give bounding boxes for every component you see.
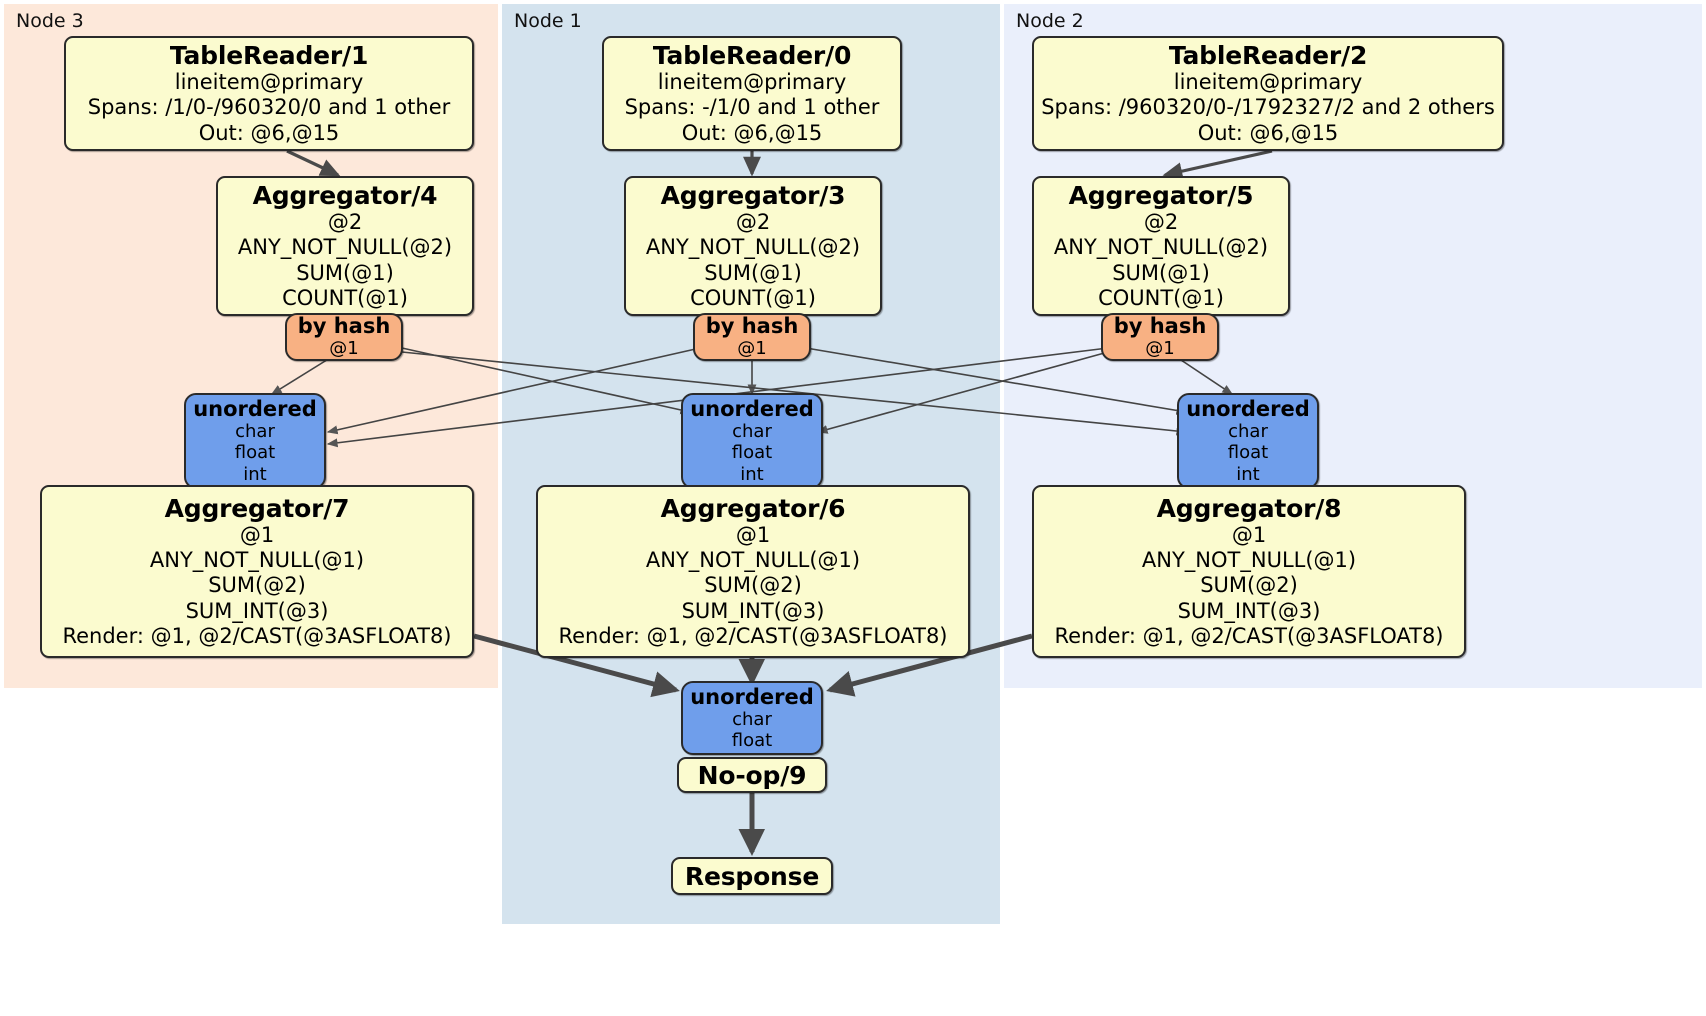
- router-detail: float: [731, 730, 773, 752]
- processor-title: TableReader/0: [652, 41, 852, 71]
- node-panel-label: Node 1: [514, 10, 582, 32]
- processor-detail: Out: @6,@15: [1197, 120, 1339, 145]
- processor-tablereader-1[interactable]: TableReader/1 lineitem@primary Spans: /1…: [64, 36, 474, 151]
- processor-title: TableReader/2: [1168, 41, 1368, 71]
- router-title: by hash: [1113, 314, 1207, 339]
- processor-detail: Render: @1, @2/CAST(@3ASFLOAT8): [1054, 623, 1444, 648]
- router-detail: float: [1227, 442, 1269, 464]
- processor-detail: ANY_NOT_NULL(@1): [149, 548, 365, 573]
- processor-detail: Render: @1, @2/CAST(@3ASFLOAT8): [62, 623, 452, 648]
- processor-detail: @1: [735, 523, 771, 548]
- processor-detail: COUNT(@1): [690, 285, 816, 310]
- processor-detail: SUM(@2): [208, 573, 306, 598]
- processor-title: Aggregator/4: [252, 181, 438, 211]
- router-detail: float: [234, 442, 276, 464]
- router-detail: int: [1236, 463, 1260, 485]
- processor-detail: Out: @6,@15: [198, 120, 340, 145]
- processor-title: No-op/9: [697, 760, 807, 790]
- router-title: unordered: [1186, 397, 1310, 422]
- processor-detail: SUM(@2): [704, 573, 802, 598]
- processor-aggregator-4[interactable]: Aggregator/4 @2 ANY_NOT_NULL(@2) SUM(@1)…: [216, 176, 474, 316]
- processor-detail: @1: [239, 523, 275, 548]
- processor-noop-9[interactable]: No-op/9: [677, 757, 827, 793]
- router-detail: float: [731, 442, 773, 464]
- processor-detail: lineitem@primary: [657, 70, 847, 95]
- router-by-hash-left[interactable]: by hash @1: [285, 313, 403, 361]
- processor-aggregator-7[interactable]: Aggregator/7 @1 ANY_NOT_NULL(@1) SUM(@2)…: [40, 485, 474, 658]
- processor-title: Aggregator/3: [660, 181, 846, 211]
- processor-detail: SUM_INT(@3): [1177, 598, 1321, 623]
- router-title: unordered: [690, 684, 814, 709]
- processor-detail: @2: [327, 210, 363, 235]
- processor-detail: ANY_NOT_NULL(@2): [237, 235, 453, 260]
- processor-detail: SUM(@1): [1112, 260, 1210, 285]
- processor-detail: @2: [735, 210, 771, 235]
- router-detail: char: [732, 708, 772, 730]
- router-unordered-final[interactable]: unordered char float: [681, 681, 823, 755]
- processor-title: TableReader/1: [169, 41, 369, 71]
- router-unordered-left[interactable]: unordered char float int: [184, 393, 326, 489]
- processor-title: Aggregator/5: [1068, 181, 1254, 211]
- router-unordered-center[interactable]: unordered char float int: [681, 393, 823, 489]
- processor-detail: lineitem@primary: [1173, 70, 1363, 95]
- processor-title: Aggregator/6: [660, 494, 846, 524]
- processor-tablereader-0[interactable]: TableReader/0 lineitem@primary Spans: -/…: [602, 36, 902, 151]
- processor-aggregator-6[interactable]: Aggregator/6 @1 ANY_NOT_NULL(@1) SUM(@2)…: [536, 485, 970, 658]
- router-title: unordered: [193, 397, 317, 422]
- processor-detail: SUM_INT(@3): [681, 598, 825, 623]
- processor-detail: lineitem@primary: [174, 70, 364, 95]
- processor-title: Response: [684, 861, 820, 891]
- processor-aggregator-5[interactable]: Aggregator/5 @2 ANY_NOT_NULL(@2) SUM(@1)…: [1032, 176, 1290, 316]
- processor-detail: SUM(@1): [704, 260, 802, 285]
- processor-detail: COUNT(@1): [1098, 285, 1224, 310]
- processor-detail: Spans: /1/0-/960320/0 and 1 other: [87, 95, 451, 120]
- node-panel-label: Node 3: [16, 10, 84, 32]
- processor-detail: ANY_NOT_NULL(@1): [645, 548, 861, 573]
- processor-detail: @1: [1231, 523, 1267, 548]
- processor-detail: ANY_NOT_NULL(@2): [1053, 235, 1269, 260]
- processor-detail: SUM_INT(@3): [185, 598, 329, 623]
- router-detail: int: [740, 463, 764, 485]
- processor-title: Aggregator/8: [1156, 494, 1342, 524]
- processor-detail: SUM(@2): [1200, 573, 1298, 598]
- router-by-hash-center[interactable]: by hash @1: [693, 313, 811, 361]
- processor-detail: ANY_NOT_NULL(@2): [645, 235, 861, 260]
- router-title: by hash: [297, 314, 391, 339]
- router-title: unordered: [690, 397, 814, 422]
- processor-detail: Out: @6,@15: [681, 120, 823, 145]
- router-by-hash-right[interactable]: by hash @1: [1101, 313, 1219, 361]
- router-detail: char: [1228, 421, 1268, 443]
- processor-tablereader-2[interactable]: TableReader/2 lineitem@primary Spans: /9…: [1032, 36, 1504, 151]
- processor-aggregator-3[interactable]: Aggregator/3 @2 ANY_NOT_NULL(@2) SUM(@1)…: [624, 176, 882, 316]
- router-detail: char: [732, 421, 772, 443]
- router-detail: @1: [329, 338, 359, 360]
- processor-detail: SUM(@1): [296, 260, 394, 285]
- processor-detail: ANY_NOT_NULL(@1): [1141, 548, 1357, 573]
- processor-title: Aggregator/7: [164, 494, 350, 524]
- router-detail: @1: [737, 338, 767, 360]
- processor-aggregator-8[interactable]: Aggregator/8 @1 ANY_NOT_NULL(@1) SUM(@2)…: [1032, 485, 1466, 658]
- processor-detail: COUNT(@1): [282, 285, 408, 310]
- router-detail: @1: [1145, 338, 1175, 360]
- processor-detail: Spans: -/1/0 and 1 other: [624, 95, 880, 120]
- processor-detail: @2: [1143, 210, 1179, 235]
- router-detail: int: [243, 463, 267, 485]
- processor-response[interactable]: Response: [671, 857, 833, 895]
- router-title: by hash: [705, 314, 799, 339]
- node-panel-label: Node 2: [1016, 10, 1084, 32]
- processor-detail: Render: @1, @2/CAST(@3ASFLOAT8): [558, 623, 948, 648]
- processor-detail: Spans: /960320/0-/1792327/2 and 2 others: [1041, 95, 1495, 120]
- router-detail: char: [235, 421, 275, 443]
- router-unordered-right[interactable]: unordered char float int: [1177, 393, 1319, 489]
